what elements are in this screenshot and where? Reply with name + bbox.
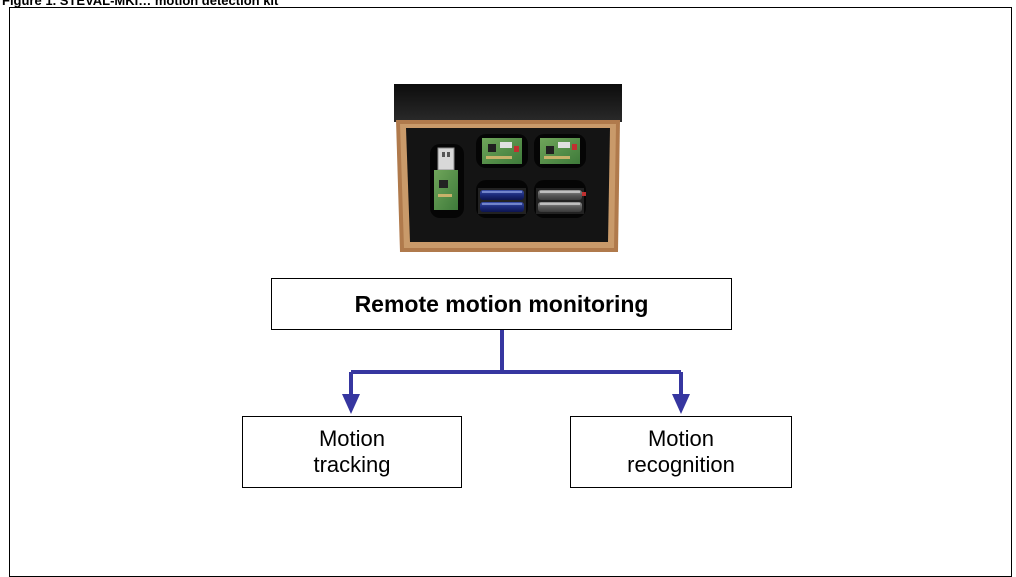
root-node-label: Remote motion monitoring: [354, 290, 649, 317]
root-node-box: Remote motion monitoring: [271, 278, 732, 330]
connector-lines: [342, 330, 690, 414]
child-node-label-line1: Motion: [647, 426, 715, 452]
child-node-motion-tracking: Motion tracking: [242, 416, 462, 488]
evaluation-kit-photo: [394, 84, 622, 254]
figure-caption: Figure 1. STEVAL-MKI… motion detection k…: [2, 0, 279, 8]
connector-path: [349, 330, 683, 402]
child-node-label-line1: Motion: [318, 426, 386, 452]
figure-caption-strip: Figure 1. STEVAL-MKI… motion detection k…: [0, 0, 1016, 12]
child-node-motion-recognition: Motion recognition: [570, 416, 792, 488]
arrowhead-0: [342, 394, 360, 414]
arrowhead-1: [672, 394, 690, 414]
child-node-label-line2: tracking: [313, 452, 391, 477]
child-node-label-line2: recognition: [627, 452, 735, 477]
